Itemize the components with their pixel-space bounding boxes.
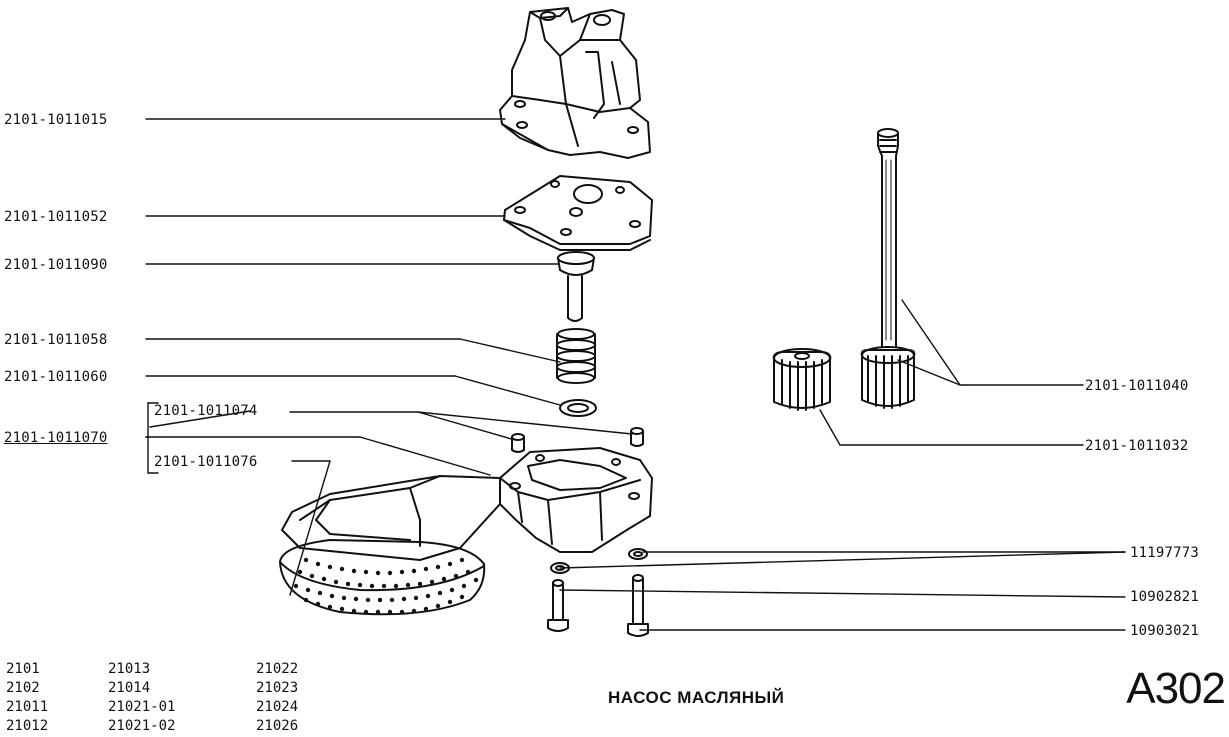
bolts-part xyxy=(547,574,649,637)
callout-valve: 2101-1011090 xyxy=(4,257,108,273)
spring-washers-part xyxy=(550,548,648,574)
assembly-bracket xyxy=(145,402,251,474)
callout-washer: 2101-1011060 xyxy=(4,369,108,385)
model-column-3: 21022 21023 21024 21026 xyxy=(256,660,298,736)
model-item: 21023 xyxy=(256,680,299,696)
relief-valve-part xyxy=(557,251,595,322)
callout-housing: 2101-1011015 xyxy=(4,112,108,128)
page-title: НАСОС МАСЛЯНЫЙ xyxy=(608,688,785,707)
leader-lines xyxy=(145,118,1126,631)
driven-gear-part xyxy=(772,348,832,411)
model-item: 21012 xyxy=(6,718,49,734)
model-item: 2102 xyxy=(6,680,40,696)
pump-cover-part xyxy=(503,175,653,251)
callout-gear-driven: 2101-1011032 xyxy=(1085,438,1189,454)
valve-spring-part xyxy=(556,328,596,384)
model-item: 21021-01 xyxy=(108,699,176,715)
callout-pin: 2101-1011074 xyxy=(154,403,258,419)
intake-screen-mesh xyxy=(293,557,479,615)
callout-spring-washer: 11197773 xyxy=(1130,545,1200,561)
model-column-2: 21013 21014 21021-01 21021-02 xyxy=(108,660,175,736)
pins-part xyxy=(511,427,644,453)
callout-cover: 2101-1011052 xyxy=(4,209,108,225)
model-item: 21013 xyxy=(108,661,151,677)
model-item: 21026 xyxy=(256,718,299,734)
callout-gear-shaft: 2101-1011040 xyxy=(1085,378,1189,394)
page-code: A302 xyxy=(1126,664,1226,713)
model-item: 21024 xyxy=(256,699,299,715)
model-item: 21022 xyxy=(256,661,299,677)
model-item: 21014 xyxy=(108,680,151,696)
callout-bolt-short: 10902821 xyxy=(1130,589,1200,605)
callout-spring: 2101-1011058 xyxy=(4,332,108,348)
model-column-1: 2101 2102 21011 21012 xyxy=(6,660,48,736)
oil-intake-part xyxy=(279,475,501,616)
washer-part xyxy=(559,399,597,417)
pump-body-part xyxy=(499,447,653,553)
model-item: 21011 xyxy=(6,699,49,715)
callout-assembly: 2101-1011070 xyxy=(4,430,108,446)
callout-bolt-long: 10903021 xyxy=(1130,623,1200,639)
model-item: 21021-02 xyxy=(108,718,176,734)
pump-housing-part xyxy=(499,7,651,159)
drive-gear-shaft-part xyxy=(860,128,916,409)
model-item: 2101 xyxy=(6,661,40,677)
callout-intake: 2101-1011076 xyxy=(154,454,258,470)
